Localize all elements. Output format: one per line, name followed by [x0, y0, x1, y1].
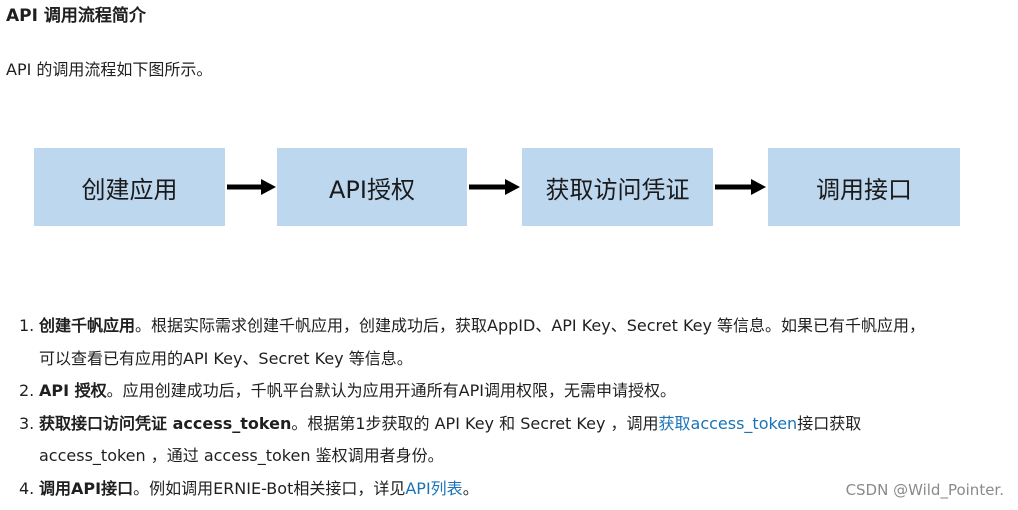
watermark: CSDN @Wild_Pointer. [845, 481, 1004, 499]
list-number: 3. [19, 413, 35, 433]
flow-step-call-api: 调用接口 [768, 148, 960, 226]
list-item-text: 。 [462, 478, 479, 498]
list-item: 3. 获取接口访问凭证 access_token。根据第1步获取的 API Ke… [0, 408, 1009, 473]
arrow-right-icon [713, 178, 768, 196]
list-item: 2. API 授权。应用创建成功后，千帆平台默认为应用开通所有API调用权限，无… [0, 375, 1009, 408]
list-number: 4. [19, 478, 35, 498]
list-number: 2. [19, 381, 35, 400]
list-item-lead: 获取接口访问凭证 access_token [39, 413, 292, 433]
list-item-lead: 调用API接口 [39, 478, 134, 498]
arrow-right-icon [225, 178, 278, 196]
list-item-text: 。例如调用ERNIE-Bot相关接口，详见 [133, 478, 406, 498]
list-item-text: 可以查看已有应用的API Key、Secret Key 等信息。 [39, 348, 413, 368]
page-title: API 调用流程简介 [6, 6, 146, 26]
api-list-link[interactable]: API列表 [405, 478, 463, 498]
get-access-token-link[interactable]: 获取access_token [658, 413, 798, 433]
list-item-text: 。应用创建成功后，千帆平台默认为应用开通所有API调用权限，无需申请授权。 [106, 381, 676, 400]
flow-step-get-credential: 获取访问凭证 [522, 148, 713, 226]
list-number: 1. [19, 316, 35, 335]
flow-diagram: 创建应用 API授权 获取访问凭证 调用接口 [34, 148, 960, 226]
list-item-text: access_token ，通过 access_token 鉴权调用者身份。 [39, 446, 444, 465]
list-item-text: 接口获取 [797, 413, 862, 433]
list-item: 1. 创建千帆应用。根据实际需求创建千帆应用，创建成功后，获取AppID、API… [0, 310, 1009, 375]
steps-list: 1. 创建千帆应用。根据实际需求创建千帆应用，创建成功后，获取AppID、API… [0, 310, 1009, 505]
list-item-text: 。根据实际需求创建千帆应用，创建成功后，获取AppID、API Key、Secr… [135, 316, 926, 335]
arrow-right-icon [467, 178, 522, 196]
list-item-lead: 创建千帆应用 [39, 316, 136, 335]
intro-text: API 的调用流程如下图所示。 [6, 60, 213, 79]
list-item-lead: API 授权 [39, 381, 107, 400]
flow-step-create-app: 创建应用 [34, 148, 225, 226]
list-item: 4. 调用API接口。例如调用ERNIE-Bot相关接口，详见API列表。 [0, 473, 1009, 506]
list-item-text: 。根据第1步获取的 API Key 和 Secret Key ，调用 [291, 413, 659, 433]
flow-step-api-auth: API授权 [277, 148, 467, 226]
